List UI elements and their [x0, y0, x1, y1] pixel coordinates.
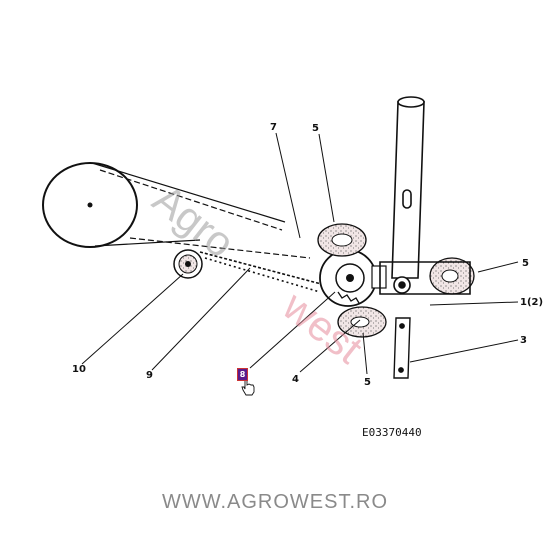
large-pulley: [42, 162, 138, 248]
watermark-agro: Agro: [144, 175, 243, 267]
callout-5-bottom: 5: [364, 377, 371, 388]
hotspot-8[interactable]: 8: [237, 368, 248, 381]
callout-4: 4: [292, 374, 299, 385]
drive-chain: [199, 251, 326, 293]
roller-upper: [317, 223, 367, 257]
website-footer: WWW.AGROWEST.RO: [161, 491, 389, 513]
callout-10: 10: [72, 364, 86, 375]
roller-right: [429, 257, 475, 295]
callout-3: 3: [520, 335, 527, 346]
drive-belt: [91, 162, 311, 259]
leader-lines: [81, 132, 519, 375]
callout-9: 9: [146, 370, 153, 381]
sprocket-assembly: [319, 249, 387, 307]
link-plate: [393, 317, 411, 379]
drawing-code: E03370440: [362, 426, 422, 439]
callout-5-top: 5: [312, 123, 319, 134]
callout-7: 7: [270, 122, 277, 133]
roller-lower: [337, 306, 387, 338]
callout-1: 1(2): [520, 297, 543, 308]
idler-roller: [173, 249, 203, 279]
support-post: [379, 96, 471, 295]
hand-cursor-icon: [241, 377, 255, 396]
callout-5-right: 5: [522, 258, 529, 269]
